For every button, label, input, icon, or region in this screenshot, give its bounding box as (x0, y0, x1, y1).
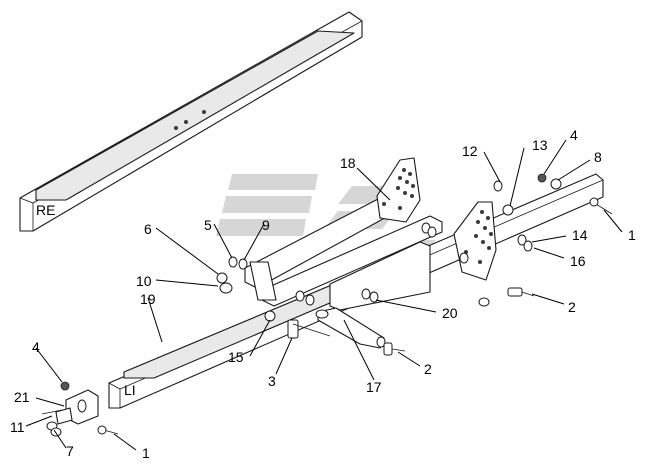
cross-members (244, 197, 443, 311)
callout-4-upper: 4 (570, 127, 578, 143)
callout-19: 19 (140, 291, 156, 307)
callout-14: 14 (572, 227, 588, 243)
callout-18: 18 (340, 155, 356, 171)
callout-5: 5 (204, 217, 212, 233)
part-17-arm (315, 307, 386, 349)
callout-2-lower: 2 (424, 361, 432, 377)
callout-15: 15 (228, 349, 244, 365)
callout-9: 9 (262, 217, 270, 233)
frame-tag-left: LI (124, 382, 136, 398)
leader-lines (25, 139, 623, 451)
callout-1-right: 1 (628, 227, 636, 243)
callout-13: 13 (532, 137, 548, 153)
callout-3: 3 (268, 373, 276, 389)
callout-16: 16 (570, 253, 586, 269)
callout-20: 20 (442, 305, 458, 321)
callout-10: 10 (136, 273, 152, 289)
callout-1-lower: 1 (142, 445, 150, 461)
callout-21: 21 (14, 389, 30, 405)
callout-7: 7 (66, 443, 74, 459)
part-18-bracket-plate (376, 157, 421, 223)
callout-8: 8 (594, 149, 602, 165)
right-bracket-plate (453, 201, 497, 281)
callout-12: 12 (462, 143, 478, 159)
hardware-set (60, 173, 613, 435)
part-21-hitch-assembly (41, 389, 99, 437)
right-frame-rail (19, 11, 363, 232)
callout-11: 11 (10, 419, 25, 435)
callout-labels: 18 12 13 4 8 1 14 16 2 20 2 17 3 15 19 1… (10, 127, 636, 461)
callout-4-lower: 4 (32, 339, 40, 355)
frame-tag-right: RE (36, 202, 55, 218)
callout-6: 6 (144, 221, 152, 237)
callout-17: 17 (366, 379, 382, 395)
callout-2-right: 2 (568, 299, 576, 315)
